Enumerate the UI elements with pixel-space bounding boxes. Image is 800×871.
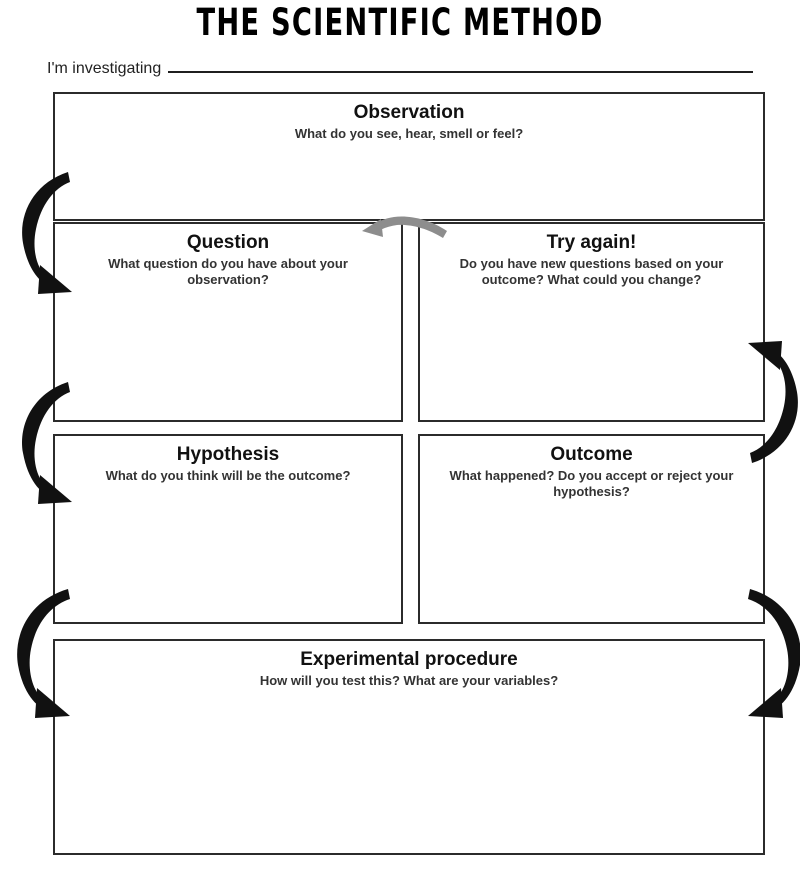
box-try-again-header: Try again! Do you have new questions bas… [420,224,763,288]
box-observation-prompt: What do you see, hear, smell or feel? [294,126,524,141]
investigating-row: I'm investigating [47,57,753,81]
box-experimental-procedure-title: Experimental procedure [300,649,518,670]
investigating-label: I'm investigating [47,60,162,77]
box-hypothesis-header: Hypothesis What do you think will be the… [55,436,401,484]
box-try-again-title: Try again! [546,232,637,253]
investigating-input[interactable] [168,57,753,73]
box-observation[interactable]: Observation What do you see, hear, smell… [53,92,765,221]
box-experimental-procedure-prompt: How will you test this? What are your va… [259,673,559,688]
box-outcome[interactable]: Outcome What happened? Do you accept or … [418,434,765,624]
box-experimental-procedure-header: Experimental procedure How will you test… [55,641,763,689]
box-hypothesis-prompt: What do you think will be the outcome? [105,468,351,483]
box-observation-header: Observation What do you see, hear, smell… [55,94,763,142]
box-outcome-header: Outcome What happened? Do you accept or … [420,436,763,500]
box-try-again[interactable]: Try again! Do you have new questions bas… [418,222,765,422]
box-question-title: Question [186,232,270,253]
page-title: THE SCIENTIFIC METHOD [196,1,604,44]
box-try-again-prompt: Do you have new questions based on your … [459,256,724,287]
box-question-prompt: What question do you have about your obs… [108,256,348,287]
box-observation-title: Observation [353,102,465,123]
box-hypothesis-title: Hypothesis [176,444,280,465]
box-hypothesis[interactable]: Hypothesis What do you think will be the… [53,434,403,624]
box-question[interactable]: Question What question do you have about… [53,222,403,422]
box-outcome-title: Outcome [550,444,633,465]
box-question-header: Question What question do you have about… [55,224,401,288]
box-outcome-prompt: What happened? Do you accept or reject y… [449,468,734,499]
box-experimental-procedure[interactable]: Experimental procedure How will you test… [53,639,765,855]
